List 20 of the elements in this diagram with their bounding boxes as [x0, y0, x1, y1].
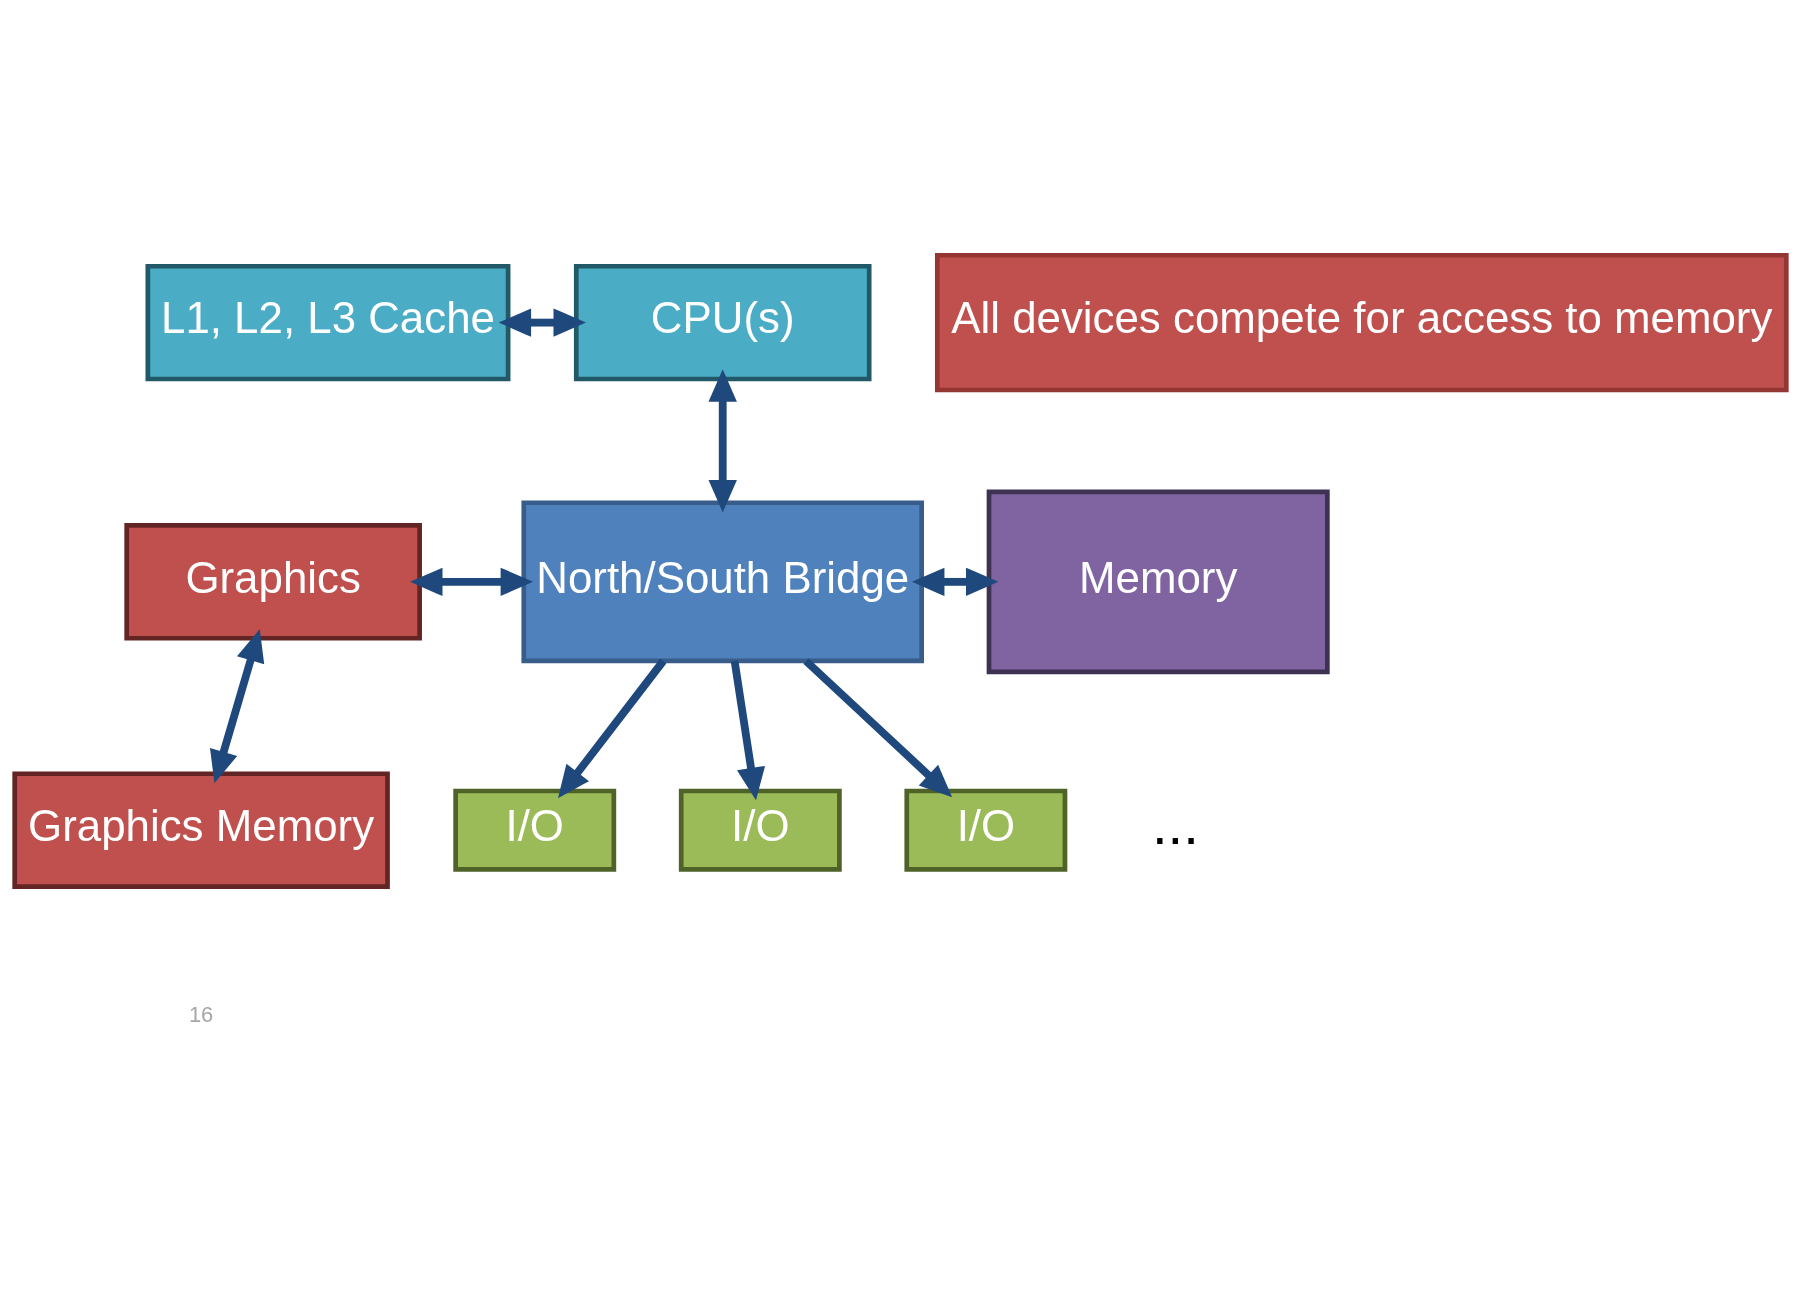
- node-box: Graphics: [124, 522, 422, 641]
- node-box: Memory: [986, 488, 1330, 674]
- node-box: I/O: [904, 788, 1068, 872]
- node-box: All devices compete for access to memory: [934, 252, 1789, 392]
- node-box: Graphics Memory: [12, 770, 390, 889]
- node-box: I/O: [453, 788, 617, 872]
- arrow: [557, 658, 667, 798]
- arrow: [410, 567, 534, 596]
- arrow: [708, 368, 737, 512]
- arrow: [210, 628, 265, 783]
- node-box: I/O: [678, 788, 842, 872]
- arrow: [498, 307, 586, 337]
- arrow: [911, 567, 999, 596]
- node-box: CPU(s): [573, 263, 872, 381]
- node-box: L1, L2, L3 Cache: [145, 263, 511, 381]
- arrow: [730, 659, 766, 800]
- label: ...: [1151, 792, 1199, 856]
- label: 16: [188, 1001, 214, 1027]
- arrow: [803, 657, 953, 797]
- node-box: North/South Bridge: [521, 499, 924, 663]
